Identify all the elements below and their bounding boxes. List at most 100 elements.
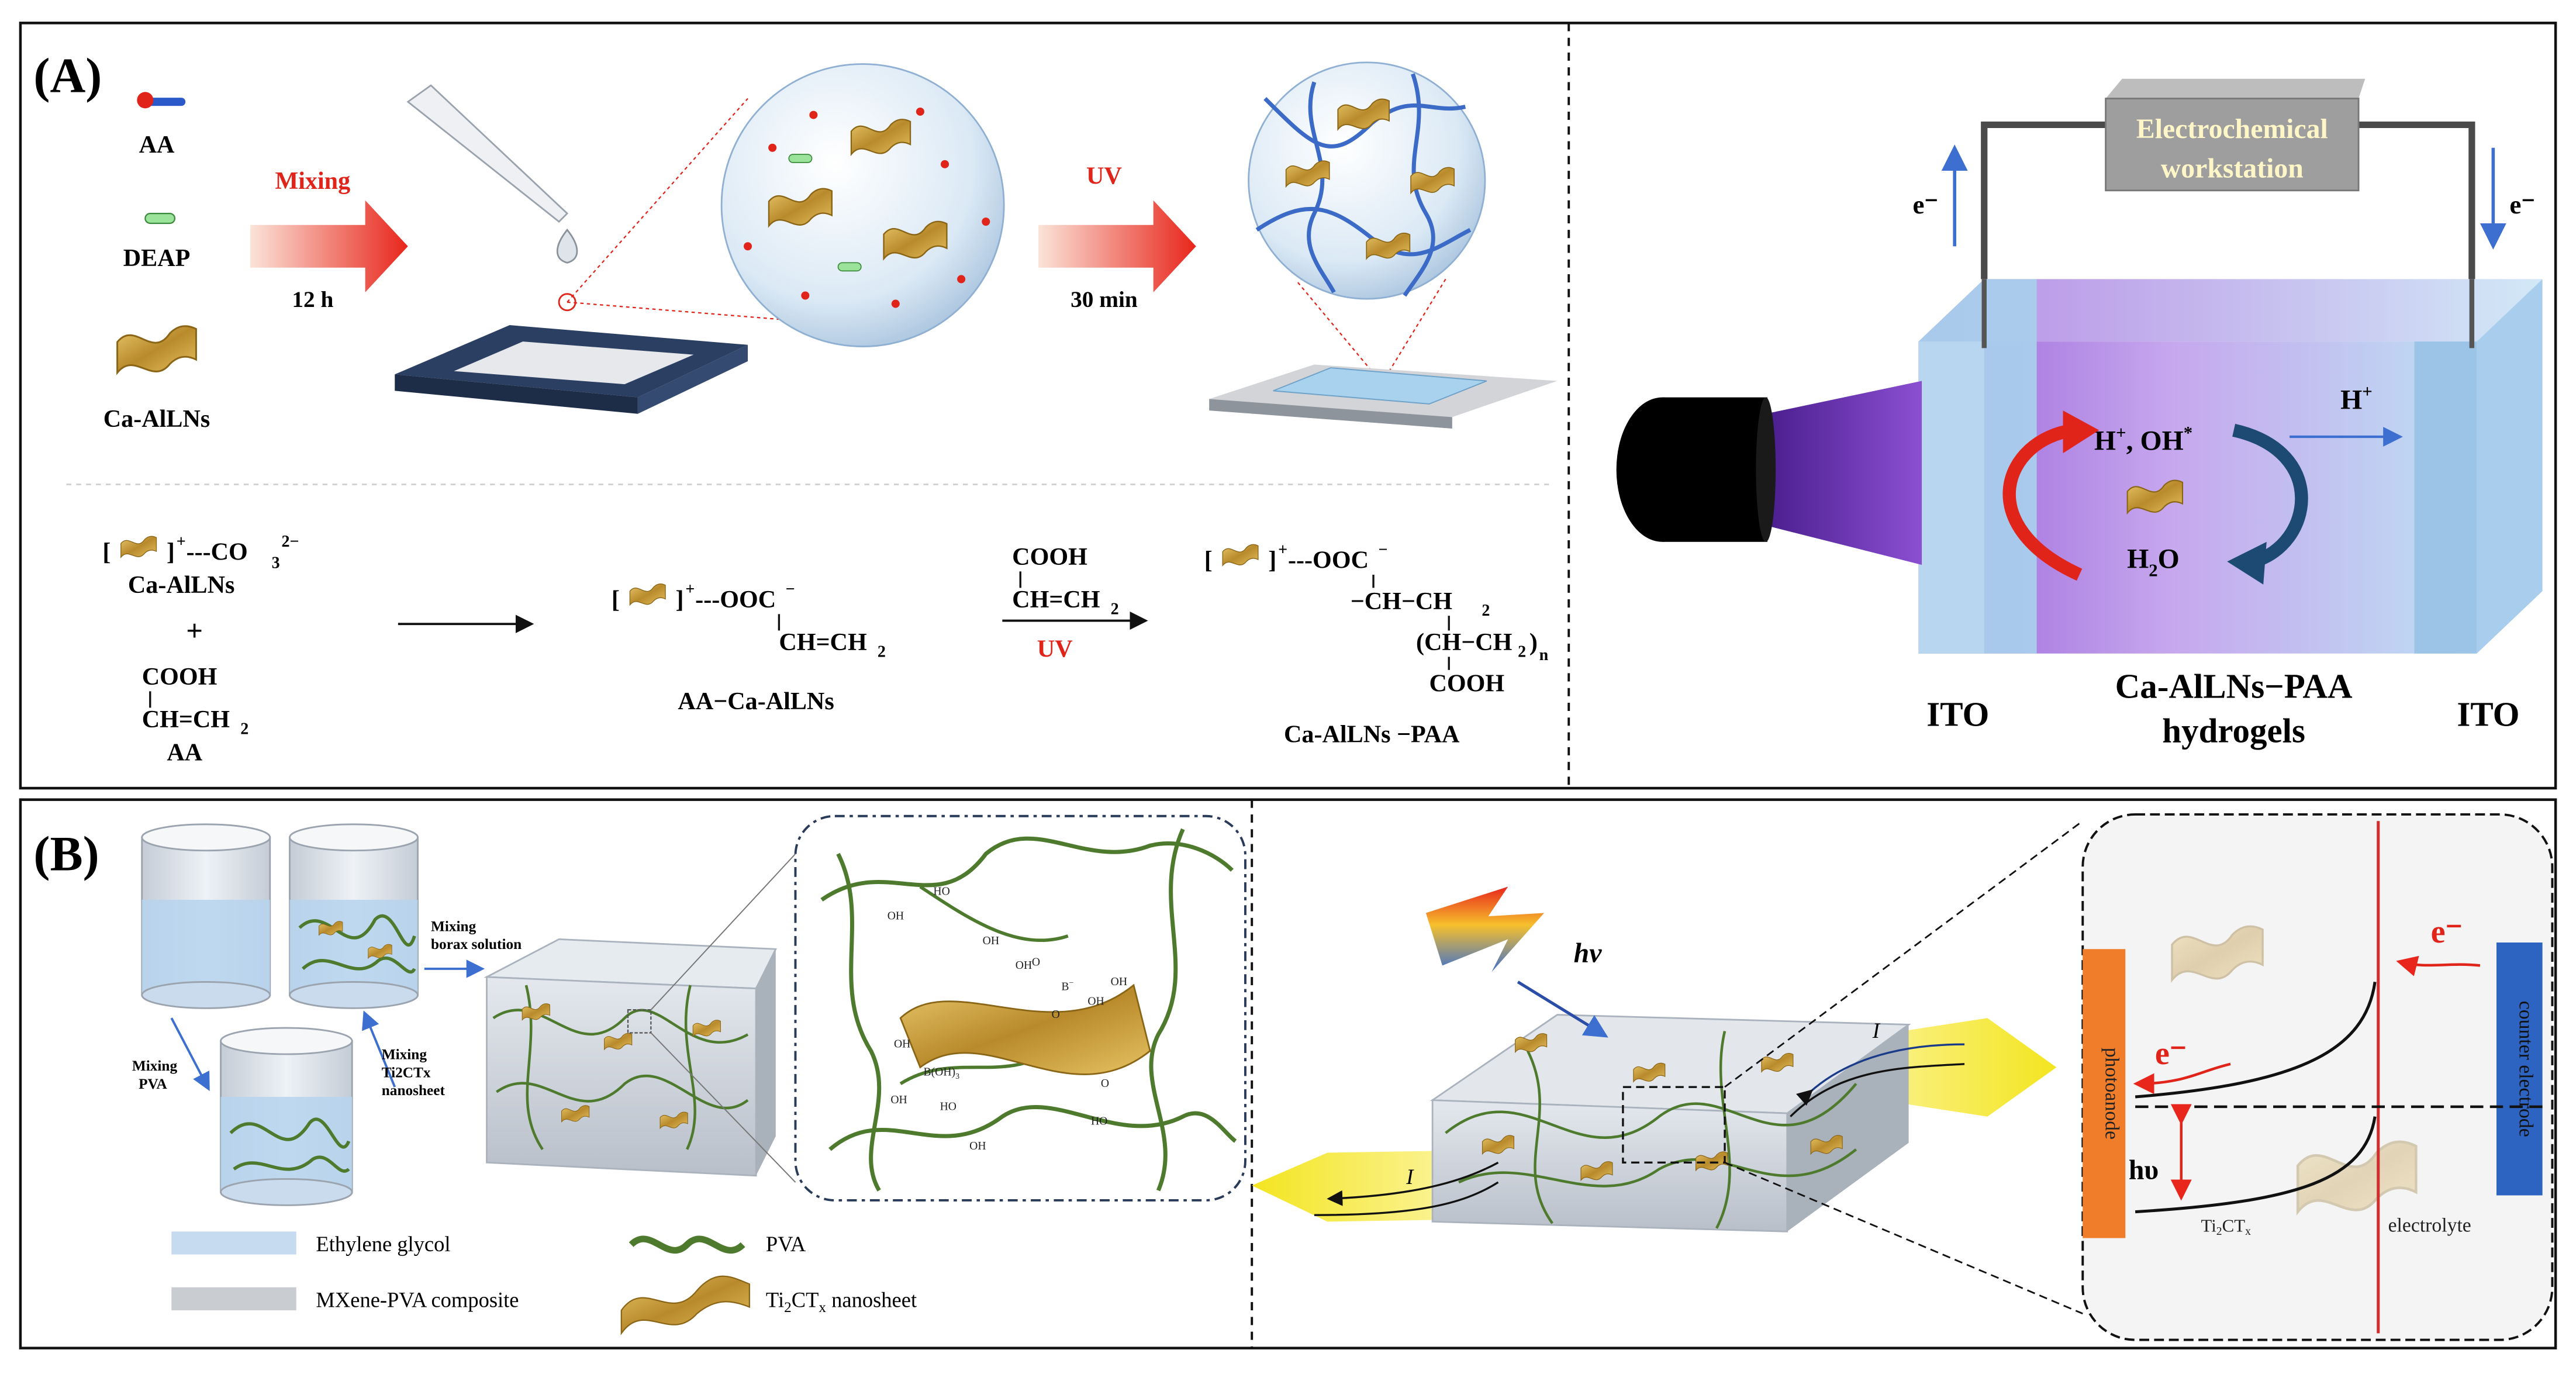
legend-swatch-pva [629,1235,745,1254]
conduction-band [2135,982,2377,1099]
svg-text:Electrochemical: Electrochemical [2136,113,2328,144]
uv-arrow-icon [1038,200,1196,292]
electrochemical-workstation: Electrochemical workstation [2105,78,2366,192]
mixing-pva-arrow [170,1017,210,1092]
current-left-label: I [1406,1165,1414,1189]
svg-text:workstation: workstation [2161,153,2304,184]
hv-label: hν [1574,938,1603,969]
svg-text:Ca-AlLNs: Ca-AlLNs [128,571,234,599]
ca-alln-nanosheet-icon [118,326,196,373]
band-diagram: photoanode counter electrode hυ e⁻ e⁻ Ti… [2081,813,2554,1341]
svg-text:[: [ [612,586,620,613]
current-out-arrow [1327,1161,1499,1206]
svg-text:n: n [1539,646,1549,664]
legend-swatch-ti2ctx [620,1275,750,1335]
counter-electrode-label: counter electrode [2515,1001,2536,1137]
zoom-line [1724,820,2084,1088]
legend-composite: MXene-PVA composite [316,1287,519,1311]
svg-text:2−: 2− [281,533,299,551]
ito-right-label: ITO [2457,695,2519,733]
oxidation-arrow [2002,423,2083,581]
svg-text:OH: OH [894,1038,910,1051]
electron-right-label: e⁻ [2509,190,2535,219]
aa-label: AA [139,131,175,158]
current-in-arrow [1796,1043,1965,1106]
ito-left-label: ITO [1926,695,1989,733]
panel-b-label: (B) [33,827,99,881]
svg-text:HO: HO [933,885,949,898]
svg-text:OH: OH [983,934,999,947]
uv-step-title: UV [1086,163,1122,190]
svg-text:OH: OH [890,1093,907,1106]
legend-pva: PVA [766,1232,806,1256]
proton-label: H+ [2340,381,2373,416]
panel-a-label: (A) [33,49,102,103]
svg-text:COOH: COOH [1429,669,1505,697]
svg-text:---OOC: ---OOC [695,586,776,613]
deap-label: DEAP [123,244,191,272]
svg-text:O: O [1052,1008,1060,1021]
mixing-pva-label-line1: Mixing [132,1058,178,1074]
beaker-ethylene-glycol [141,823,271,1009]
beaker-pva [220,1027,353,1206]
svg-text:]: ] [1268,547,1276,574]
svg-text:CH=CH: CH=CH [779,629,867,656]
band-electrolyte-label: electrolyte [2388,1214,2471,1236]
svg-text:B−: B− [1061,978,1073,993]
zoom-line [567,98,748,303]
photoelectrode-device-block [1429,1014,1911,1233]
band-electron-right: e⁻ [2431,914,2463,950]
mixing-ti-label-line2: Ti2CTx [382,1064,431,1080]
uv-step-time: 30 min [1071,286,1138,312]
svg-text:---OOC: ---OOC [1288,547,1369,574]
svg-text:−CH−CH: −CH−CH [1351,588,1453,615]
water-label: H2O [2127,544,2180,581]
reaction-scheme: [ ] + ---CO 3 2− Ca-AlLNs + COOH CH=CH 2… [102,533,1548,766]
svg-text:): ) [1529,629,1538,656]
mixing-ti-label-line1: Mixing [382,1046,427,1062]
photoanode-electrode [2083,949,2126,1238]
svg-text:]: ] [675,586,683,613]
zoom-line [1297,282,1381,382]
svg-text:−: − [1378,541,1387,559]
borate-network-zoom: OH HO OH OH B− O O OH OH B(OH)3 OH OH HO… [794,814,1246,1202]
photoanode-label: photoanode [2101,1048,2123,1140]
electrochemical-cell: Electrochemical workstation e⁻ e⁻ [1912,78,2543,654]
ions-label: H+, OH* [2094,422,2192,457]
ca-alln-label: Ca-AlLNs [103,405,210,433]
svg-text:2: 2 [1518,643,1526,661]
oxidation-arrowhead [2063,410,2100,454]
mixing-ti-arrow [362,1010,396,1088]
current-out-line [1314,1181,1499,1216]
svg-text:3: 3 [272,554,280,572]
pipette-icon [406,84,578,312]
svg-text:COOH: COOH [142,663,217,691]
beaker-pva-nanosheet [289,823,419,1009]
svg-text:CH=CH: CH=CH [1012,586,1100,613]
svg-text:+: + [685,581,695,599]
network-zoom-sphere [1248,61,1486,300]
panel-a-frame [19,22,2557,790]
light-bolt-icon [1425,886,1545,972]
zoom-line [650,853,796,1010]
mixing-borax-label-line2: borax solution [431,936,522,952]
svg-text:UV: UV [1037,635,1073,662]
svg-text:O: O [1032,955,1040,968]
svg-text:OH: OH [1087,995,1104,1008]
uv-lamp-icon [1616,381,1922,565]
legend: Ethylene glycol MXene-PVA composite PVA … [171,1231,917,1335]
valence-band [2135,1116,2377,1214]
svg-text:2: 2 [1111,600,1119,618]
counter-electrode [2496,943,2543,1196]
mixing-step-title: Mixing [275,167,350,195]
light-incident-arrow [1517,981,1608,1038]
zoom-line [1724,1162,2083,1315]
svg-text:OH: OH [1111,975,1127,988]
legend-ethylene-glycol: Ethylene glycol [316,1232,450,1256]
svg-text:+: + [177,533,186,551]
mold-tray-icon [395,325,748,414]
svg-text:2: 2 [1482,602,1490,620]
svg-text:AA−Ca-AlLNs: AA−Ca-AlLNs [678,688,834,715]
svg-text:CH=CH: CH=CH [142,706,230,733]
